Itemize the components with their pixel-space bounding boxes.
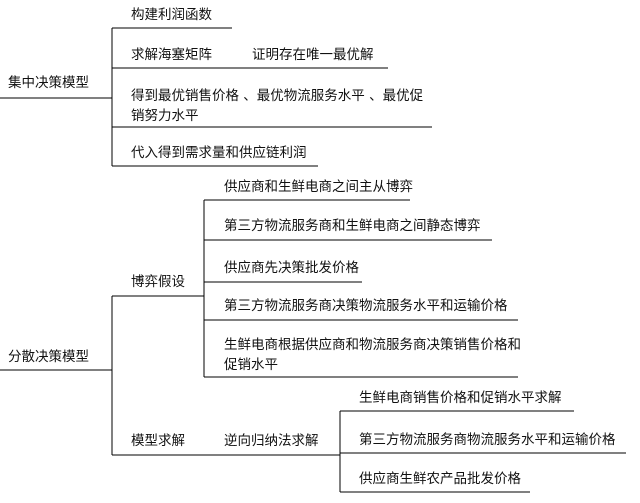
solve-item-wholesale: 供应商生鲜农产品批发价格	[359, 471, 521, 487]
game-item-wholesale-first: 供应商先决策批发价格	[224, 260, 359, 276]
game-assumption-label: 博弈假设	[131, 274, 185, 290]
backward-induction-label: 逆向归纳法求解	[224, 433, 319, 449]
solve-item-retailer: 生鲜电商销售价格和促销水平求解	[359, 390, 562, 406]
game-item-logistics-decision: 第三方物流服务商决策物流服务水平和运输价格	[224, 298, 508, 314]
game-item-retailer-decision: 生鲜电商根据供应商和物流服务商决策销售价格和促销水平	[224, 337, 521, 373]
solve-item-logistics: 第三方物流服务商物流服务水平和运输价格	[359, 432, 616, 448]
decentralized-model-label: 分散决策模型	[8, 349, 89, 365]
step-optimal-values: 得到最优销售价格 、最优物流服务水平 、最优促销努力水平	[131, 88, 424, 124]
centralized-model-label: 集中决策模型	[8, 75, 89, 91]
game-item-static-game: 第三方物流服务商和生鲜电商之间静态博弈	[224, 218, 481, 234]
step-solve-hessian: 求解海塞矩阵	[131, 47, 212, 63]
step-demand-and-profit: 代入得到需求量和供应链利润	[131, 145, 307, 161]
step-build-profit-function: 构建利润函数	[131, 7, 212, 23]
step-prove-unique-optimum: 证明存在唯一最优解	[252, 47, 374, 63]
model-solving-label: 模型求解	[131, 433, 185, 449]
game-item-stackelberg: 供应商和生鲜电商之间主从博弈	[224, 179, 413, 195]
